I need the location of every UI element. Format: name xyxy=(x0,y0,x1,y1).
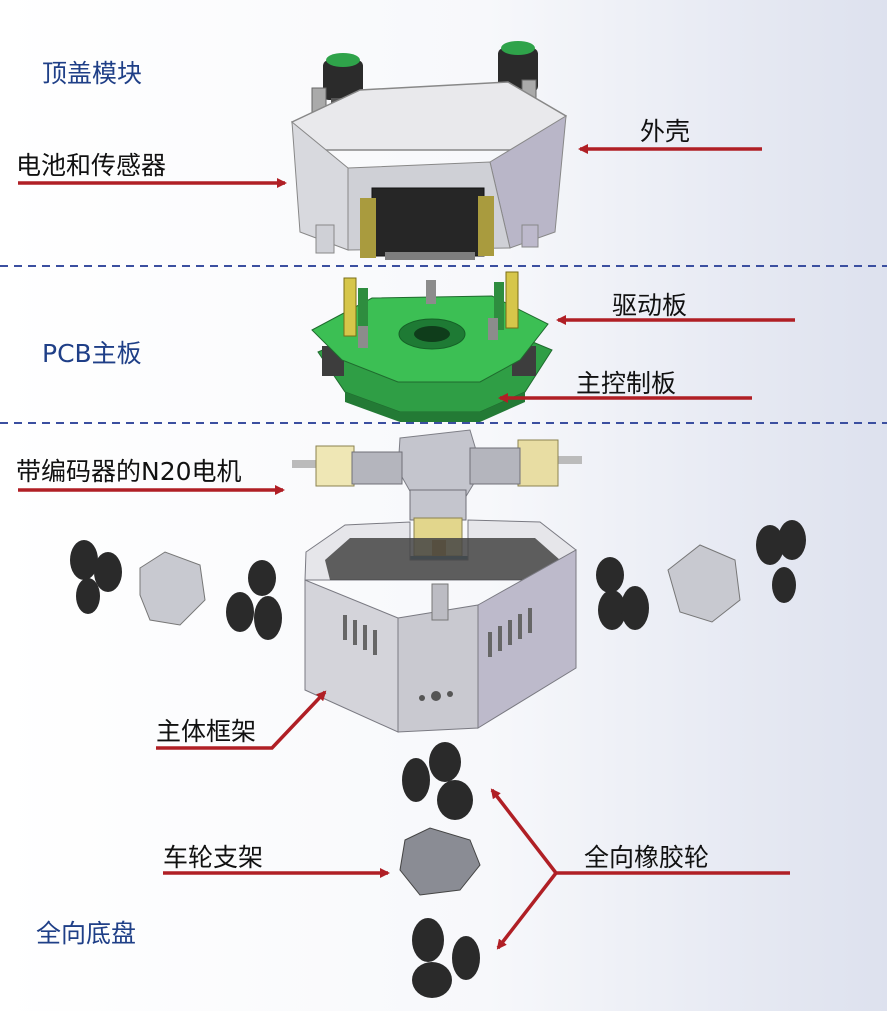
section-label-top-cover: 顶盖模块 xyxy=(42,59,143,88)
section-label-pcb: PCB主板 xyxy=(42,339,142,368)
left-wheel-bracket xyxy=(139,551,206,626)
shell-leg xyxy=(315,224,335,254)
right-wheel-bracket xyxy=(667,544,741,623)
frame-center-post xyxy=(431,583,449,621)
pcb-screw xyxy=(426,280,436,304)
label-motor: 带编码器的N20电机 xyxy=(16,457,242,486)
motor-left-gearbox xyxy=(315,445,355,487)
pcb-post xyxy=(343,277,357,337)
label-driver-board: 驱动板 xyxy=(612,291,688,320)
battery xyxy=(371,187,485,257)
pcb-module xyxy=(311,271,553,422)
motor-right-gearbox xyxy=(517,439,559,487)
frame-hole xyxy=(419,695,425,701)
label-main-board: 主控制板 xyxy=(576,369,677,398)
frame-left-face xyxy=(304,579,399,733)
top-cover-module xyxy=(291,41,567,260)
sensor-board xyxy=(385,252,475,260)
arrow-omni-bottom xyxy=(496,871,558,950)
section-label-chassis: 全向底盘 xyxy=(36,919,137,948)
label-wheel-bracket: 车轮支架 xyxy=(163,843,264,872)
main-control-board-edge xyxy=(345,392,525,422)
arrows xyxy=(18,144,795,950)
pcb-post xyxy=(358,288,368,338)
frame-right-face xyxy=(477,549,577,729)
wheel-bracket xyxy=(399,827,481,896)
label-battery-sensor: 电池和传感器 xyxy=(16,151,167,180)
label-frame: 主体框架 xyxy=(156,717,257,746)
left-wheel-set xyxy=(70,540,282,640)
bottom-wheels-bottom xyxy=(412,918,480,998)
pcb-screw xyxy=(488,318,498,340)
label-omni-wheel: 全向橡胶轮 xyxy=(584,843,710,872)
motor-front-body xyxy=(409,489,467,521)
label-shell: 外壳 xyxy=(640,117,691,146)
pcb-screw xyxy=(358,326,368,348)
battery-holder xyxy=(478,196,494,256)
frame-hole xyxy=(431,691,441,701)
arrow-frame xyxy=(156,690,327,750)
shell-leg xyxy=(521,224,539,248)
bottom-wheels-top xyxy=(402,742,473,820)
pcb-post xyxy=(505,271,519,329)
main-frame xyxy=(304,519,577,733)
frame-hole xyxy=(447,691,453,697)
frame-front-face xyxy=(397,604,479,733)
driver-board-hole-inner xyxy=(414,326,450,342)
right-wheel-set xyxy=(596,520,806,630)
pcb-post xyxy=(494,282,504,330)
battery-holder xyxy=(360,198,376,258)
frame-slots xyxy=(343,608,532,657)
motor-left-body xyxy=(351,451,403,485)
frame-inner xyxy=(325,538,560,580)
motor-right-body xyxy=(469,447,521,485)
